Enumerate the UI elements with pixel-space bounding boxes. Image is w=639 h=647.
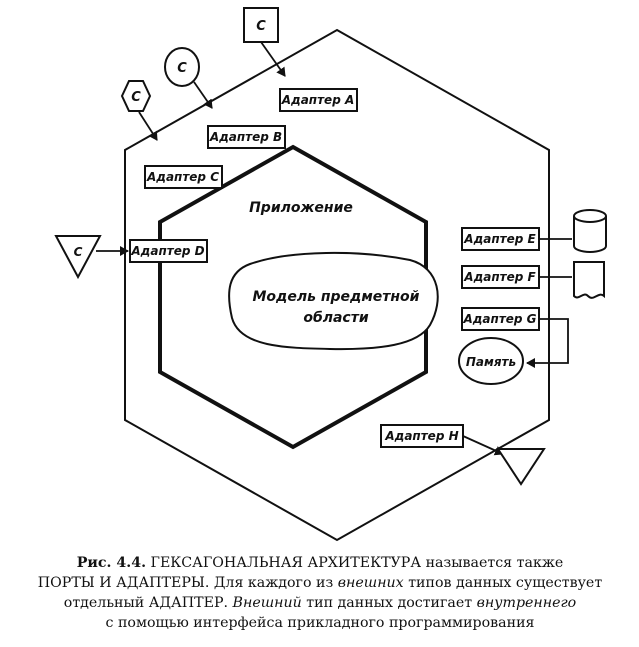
- adapter-d-label: Адаптер D: [130, 244, 204, 258]
- hexagonal-architecture-diagram: Приложение Модель предметной области Ада…: [54, 7, 607, 542]
- caption-line-3: отдельный АДАПТЕР. Внешний тип данных до…: [63, 595, 577, 611]
- document-icon: [573, 261, 605, 299]
- client-triangle-icon: [54, 235, 102, 280]
- caption-figure-number: Рис. 4.4.: [76, 555, 147, 571]
- adapter-b-label: Адаптер B: [209, 130, 282, 144]
- client-circle-label: C: [177, 61, 187, 76]
- figure-caption: Рис. 4.4. ГЕКСАГОНАЛЬНАЯ АРХИТЕКТУРА наз…: [20, 553, 620, 633]
- adapter-g-connector: [526, 318, 569, 368]
- application-label: Приложение: [249, 200, 353, 216]
- output-triangle-icon: [496, 448, 546, 486]
- adapter-c-box: [144, 165, 223, 189]
- adapter-a-label: Адаптер A: [281, 93, 355, 107]
- memory-icon: [458, 337, 524, 385]
- adapter-h-label: Адаптер H: [384, 429, 458, 443]
- adapter-f-label: Адаптер F: [463, 270, 536, 284]
- client-square-icon: [243, 7, 279, 43]
- adapter-c-label: Адаптер C: [146, 170, 219, 184]
- adapter-a-box: [279, 88, 358, 112]
- client-hexagon-icon: [120, 80, 152, 112]
- adapter-d-box: [129, 239, 208, 263]
- adapter-h-connector: [462, 435, 504, 456]
- client-hexagon-connector: [138, 111, 158, 141]
- domain-model-label-line1: Модель предметной: [253, 289, 420, 305]
- caption-line-1: Рис. 4.4. ГЕКСАГОНАЛЬНАЯ АРХИТЕКТУРА наз…: [76, 555, 564, 571]
- client-square-connector: [260, 41, 286, 77]
- client-hexagon-label: C: [131, 90, 141, 105]
- client-circle-icon: [164, 47, 200, 87]
- client-circle-connector: [193, 81, 213, 109]
- domain-model-blob: [228, 251, 439, 351]
- adapter-e-label: Адаптер E: [463, 232, 536, 246]
- memory-label: Память: [466, 355, 516, 369]
- caption-line-2: ПОРТЫ И АДАПТЕРЫ. Для каждого из внешних…: [37, 575, 603, 591]
- caption-line-4: с помощью интерфейса прикладного програм…: [105, 615, 535, 631]
- database-icon: [572, 209, 607, 253]
- adapter-b-box: [207, 125, 286, 149]
- client-triangle-label: C: [74, 245, 83, 259]
- domain-model-label-line2: области: [303, 310, 369, 326]
- client-square-label: C: [256, 19, 266, 34]
- adapter-g-label: Адаптер G: [462, 312, 536, 326]
